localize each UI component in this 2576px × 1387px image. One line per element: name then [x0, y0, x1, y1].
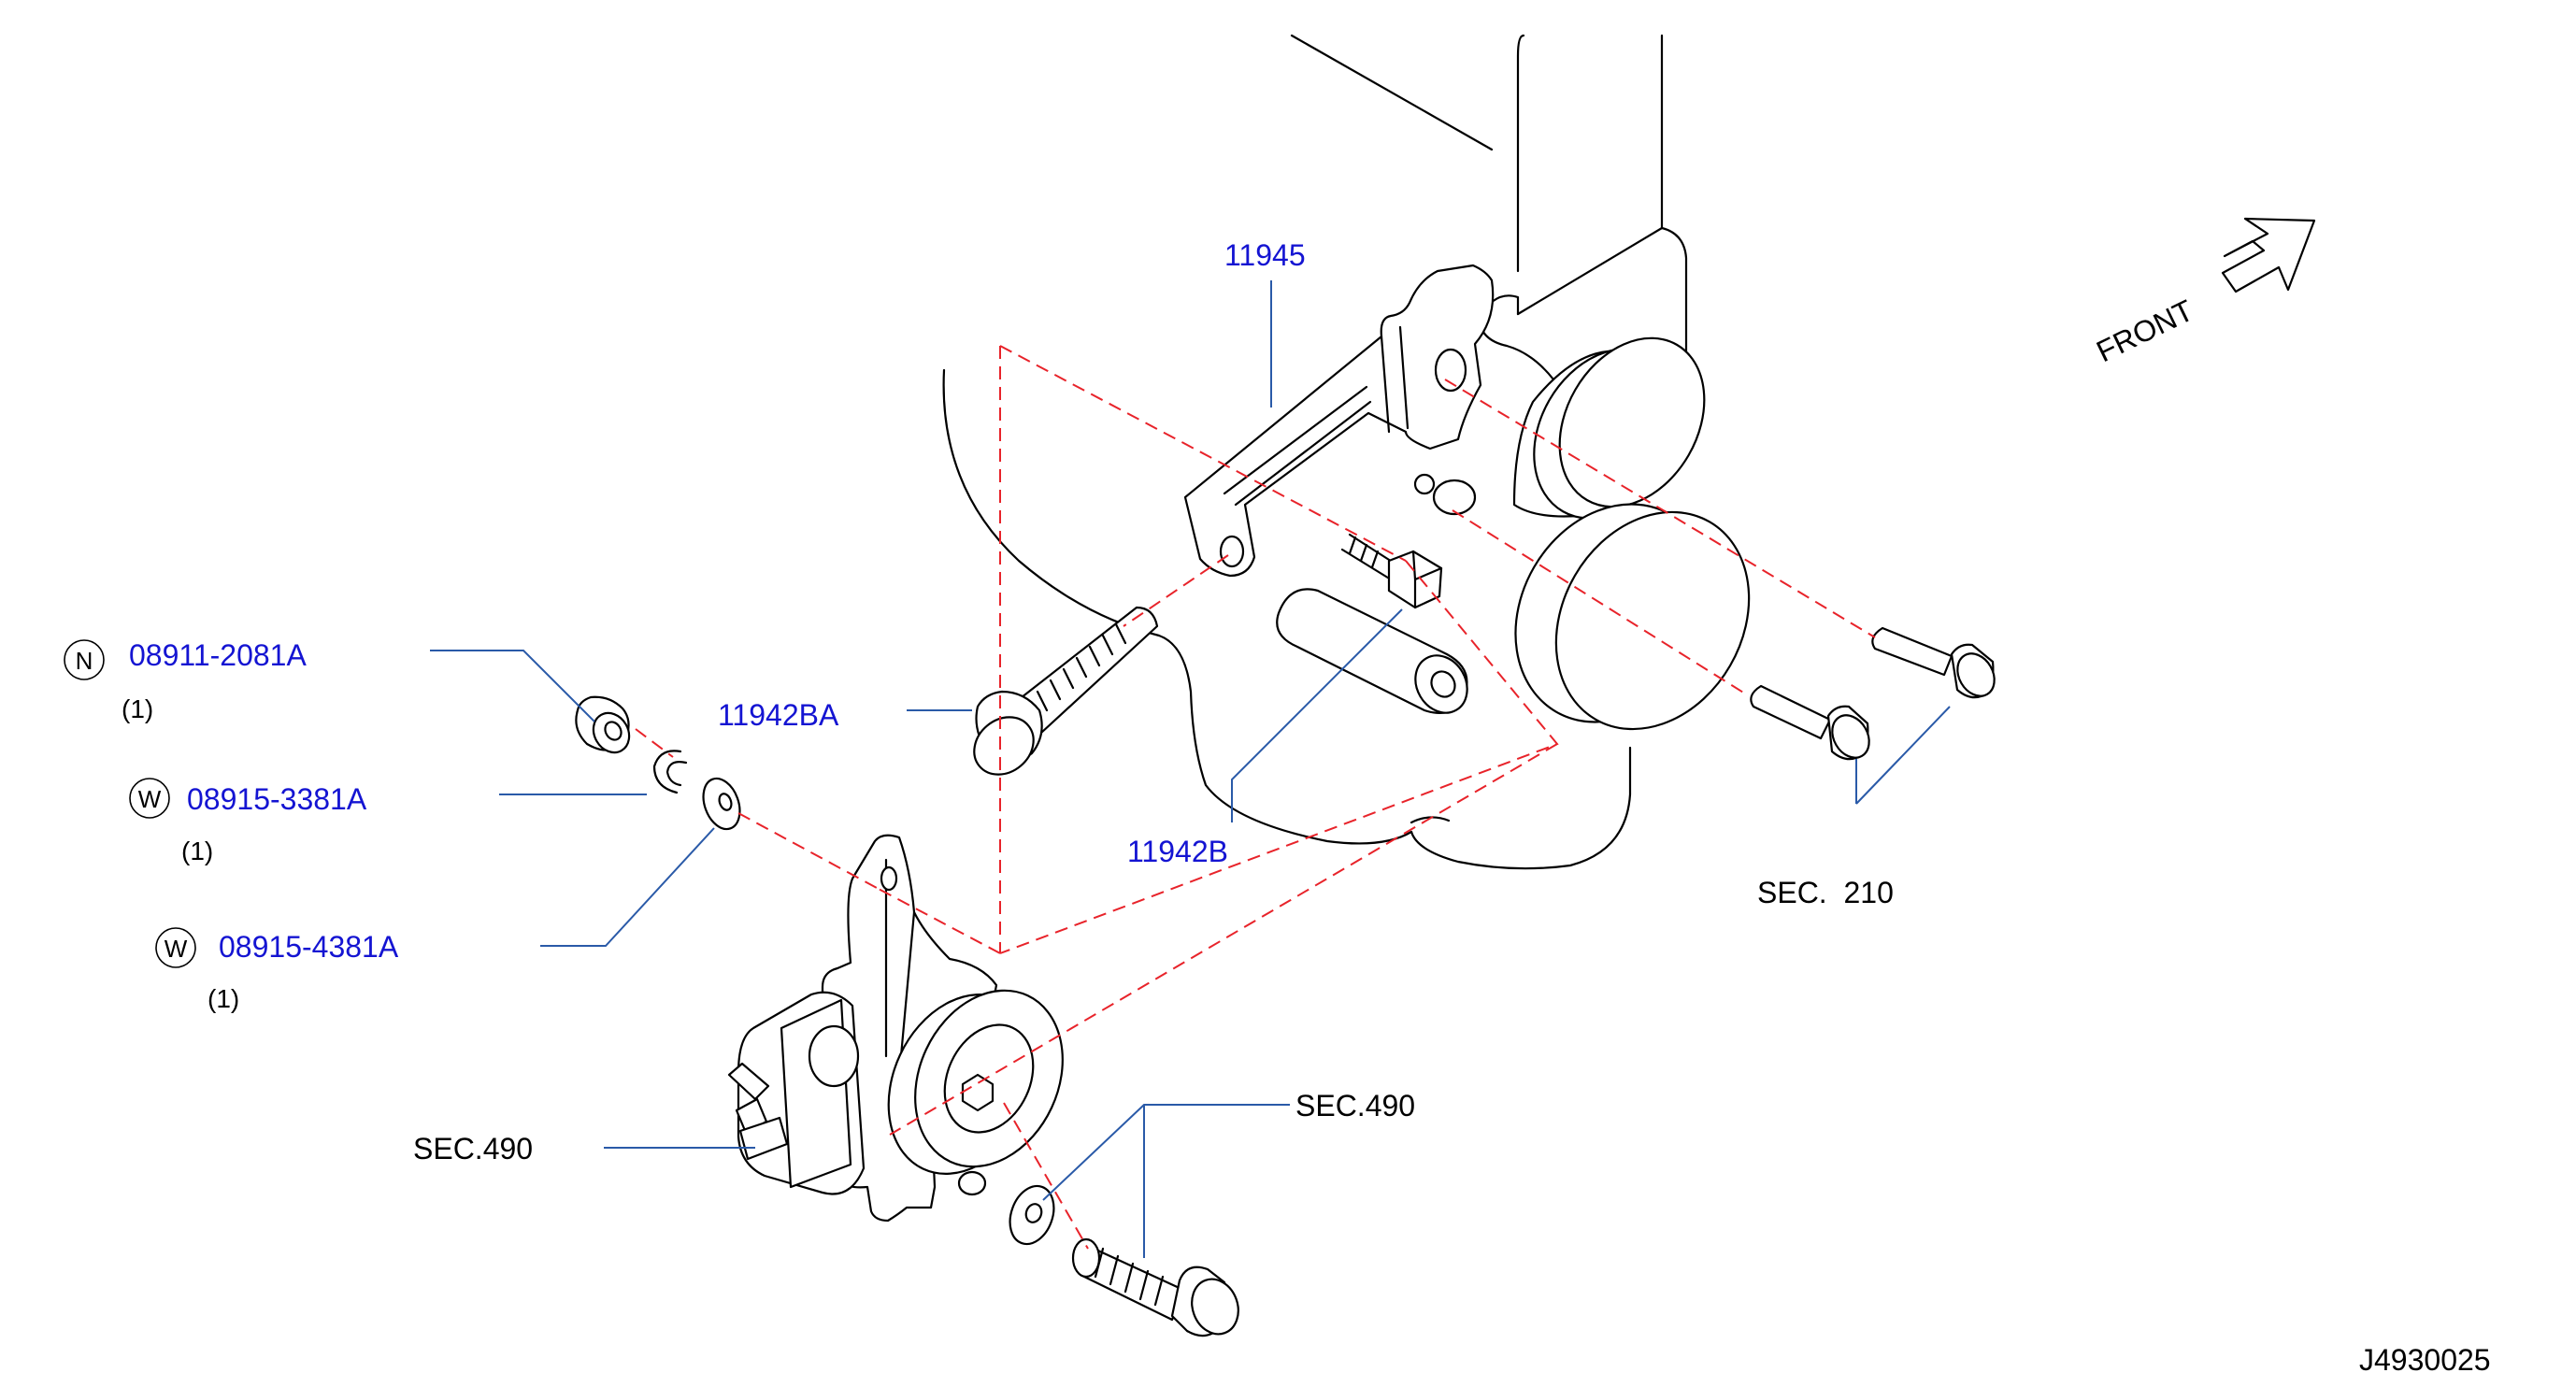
plain-washer-part-number: 08915-4381A: [219, 930, 399, 964]
lock-washer-shape: [652, 750, 688, 794]
lower-pulley: [1514, 503, 1751, 731]
n-symbol-icon: [64, 639, 105, 680]
drawing-code: J4930025: [2359, 1343, 2491, 1377]
engine-outline: [942, 34, 1688, 870]
lower-flange-bolt: [1071, 1237, 1239, 1337]
callout-plain-washer: W 08915-4381A (1): [155, 927, 399, 1013]
long-bolt: [973, 606, 1159, 776]
callout-11942BA: 11942BA: [718, 698, 839, 732]
nut-qty: (1): [122, 694, 153, 723]
callout-nut: N 08911-2081A (1): [64, 638, 307, 723]
section-ref-210: SEC. 210: [1757, 876, 1894, 909]
plain-washer-symbol: W: [165, 935, 188, 963]
flange-nut: [575, 695, 631, 754]
lock-washer-part-number: 08915-3381A: [187, 782, 367, 816]
lock-washer-symbol: W: [138, 785, 162, 813]
vacuum-pump: [727, 834, 1064, 1223]
lock-washer-qty: (1): [181, 836, 213, 865]
section-ref-490-bolt: SEC.490: [1295, 1089, 1415, 1122]
upper-pulley: [1512, 336, 1706, 520]
phantom-lines: [635, 345, 1876, 1250]
front-label: FRONT: [2091, 293, 2198, 369]
spacer-sleeve: [1276, 588, 1468, 714]
callout-lock-washer: W 08915-3381A (1): [129, 778, 367, 865]
lower-washer: [1009, 1184, 1055, 1246]
callout-11945: 11945: [1224, 238, 1306, 272]
callout-11942B: 11942B: [1127, 835, 1228, 868]
nut-part-number: 08911-2081A: [129, 638, 307, 672]
w-symbol-icon: [129, 778, 170, 819]
front-arrow-icon: [2221, 217, 2316, 293]
stud-bolt: [1340, 533, 1443, 609]
mounting-bracket: [1183, 264, 1495, 578]
sec210-bolt-lower: [1750, 684, 1870, 761]
section-ref-490-pump: SEC.490: [413, 1132, 533, 1165]
plain-washer-shape: [702, 777, 741, 831]
nut-symbol: N: [76, 647, 93, 675]
sec210-bolt-upper: [1871, 626, 1996, 699]
leader-lines: [430, 280, 1951, 1258]
w-symbol-icon: [155, 927, 196, 968]
plain-washer-qty: (1): [208, 984, 239, 1013]
